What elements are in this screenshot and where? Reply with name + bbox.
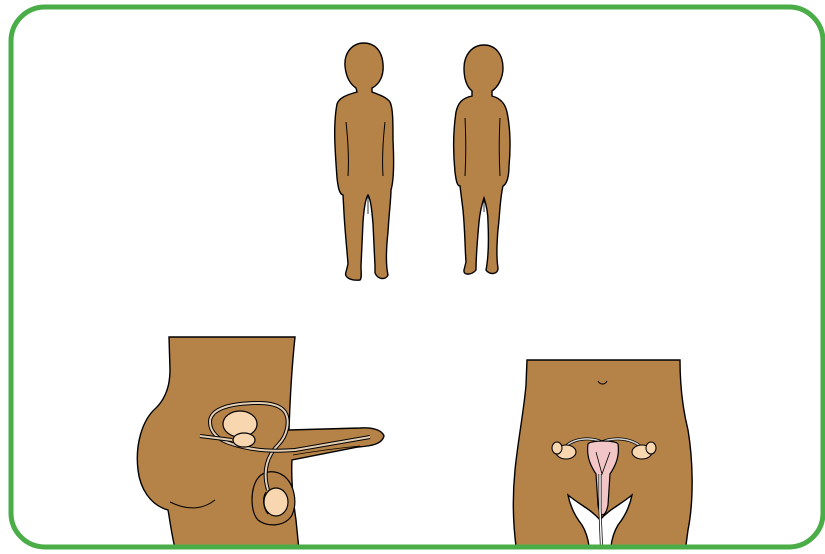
prostate xyxy=(233,433,255,447)
testis xyxy=(264,488,288,516)
male-reproductive-system xyxy=(129,337,391,554)
female-reproductive-system xyxy=(512,360,698,554)
